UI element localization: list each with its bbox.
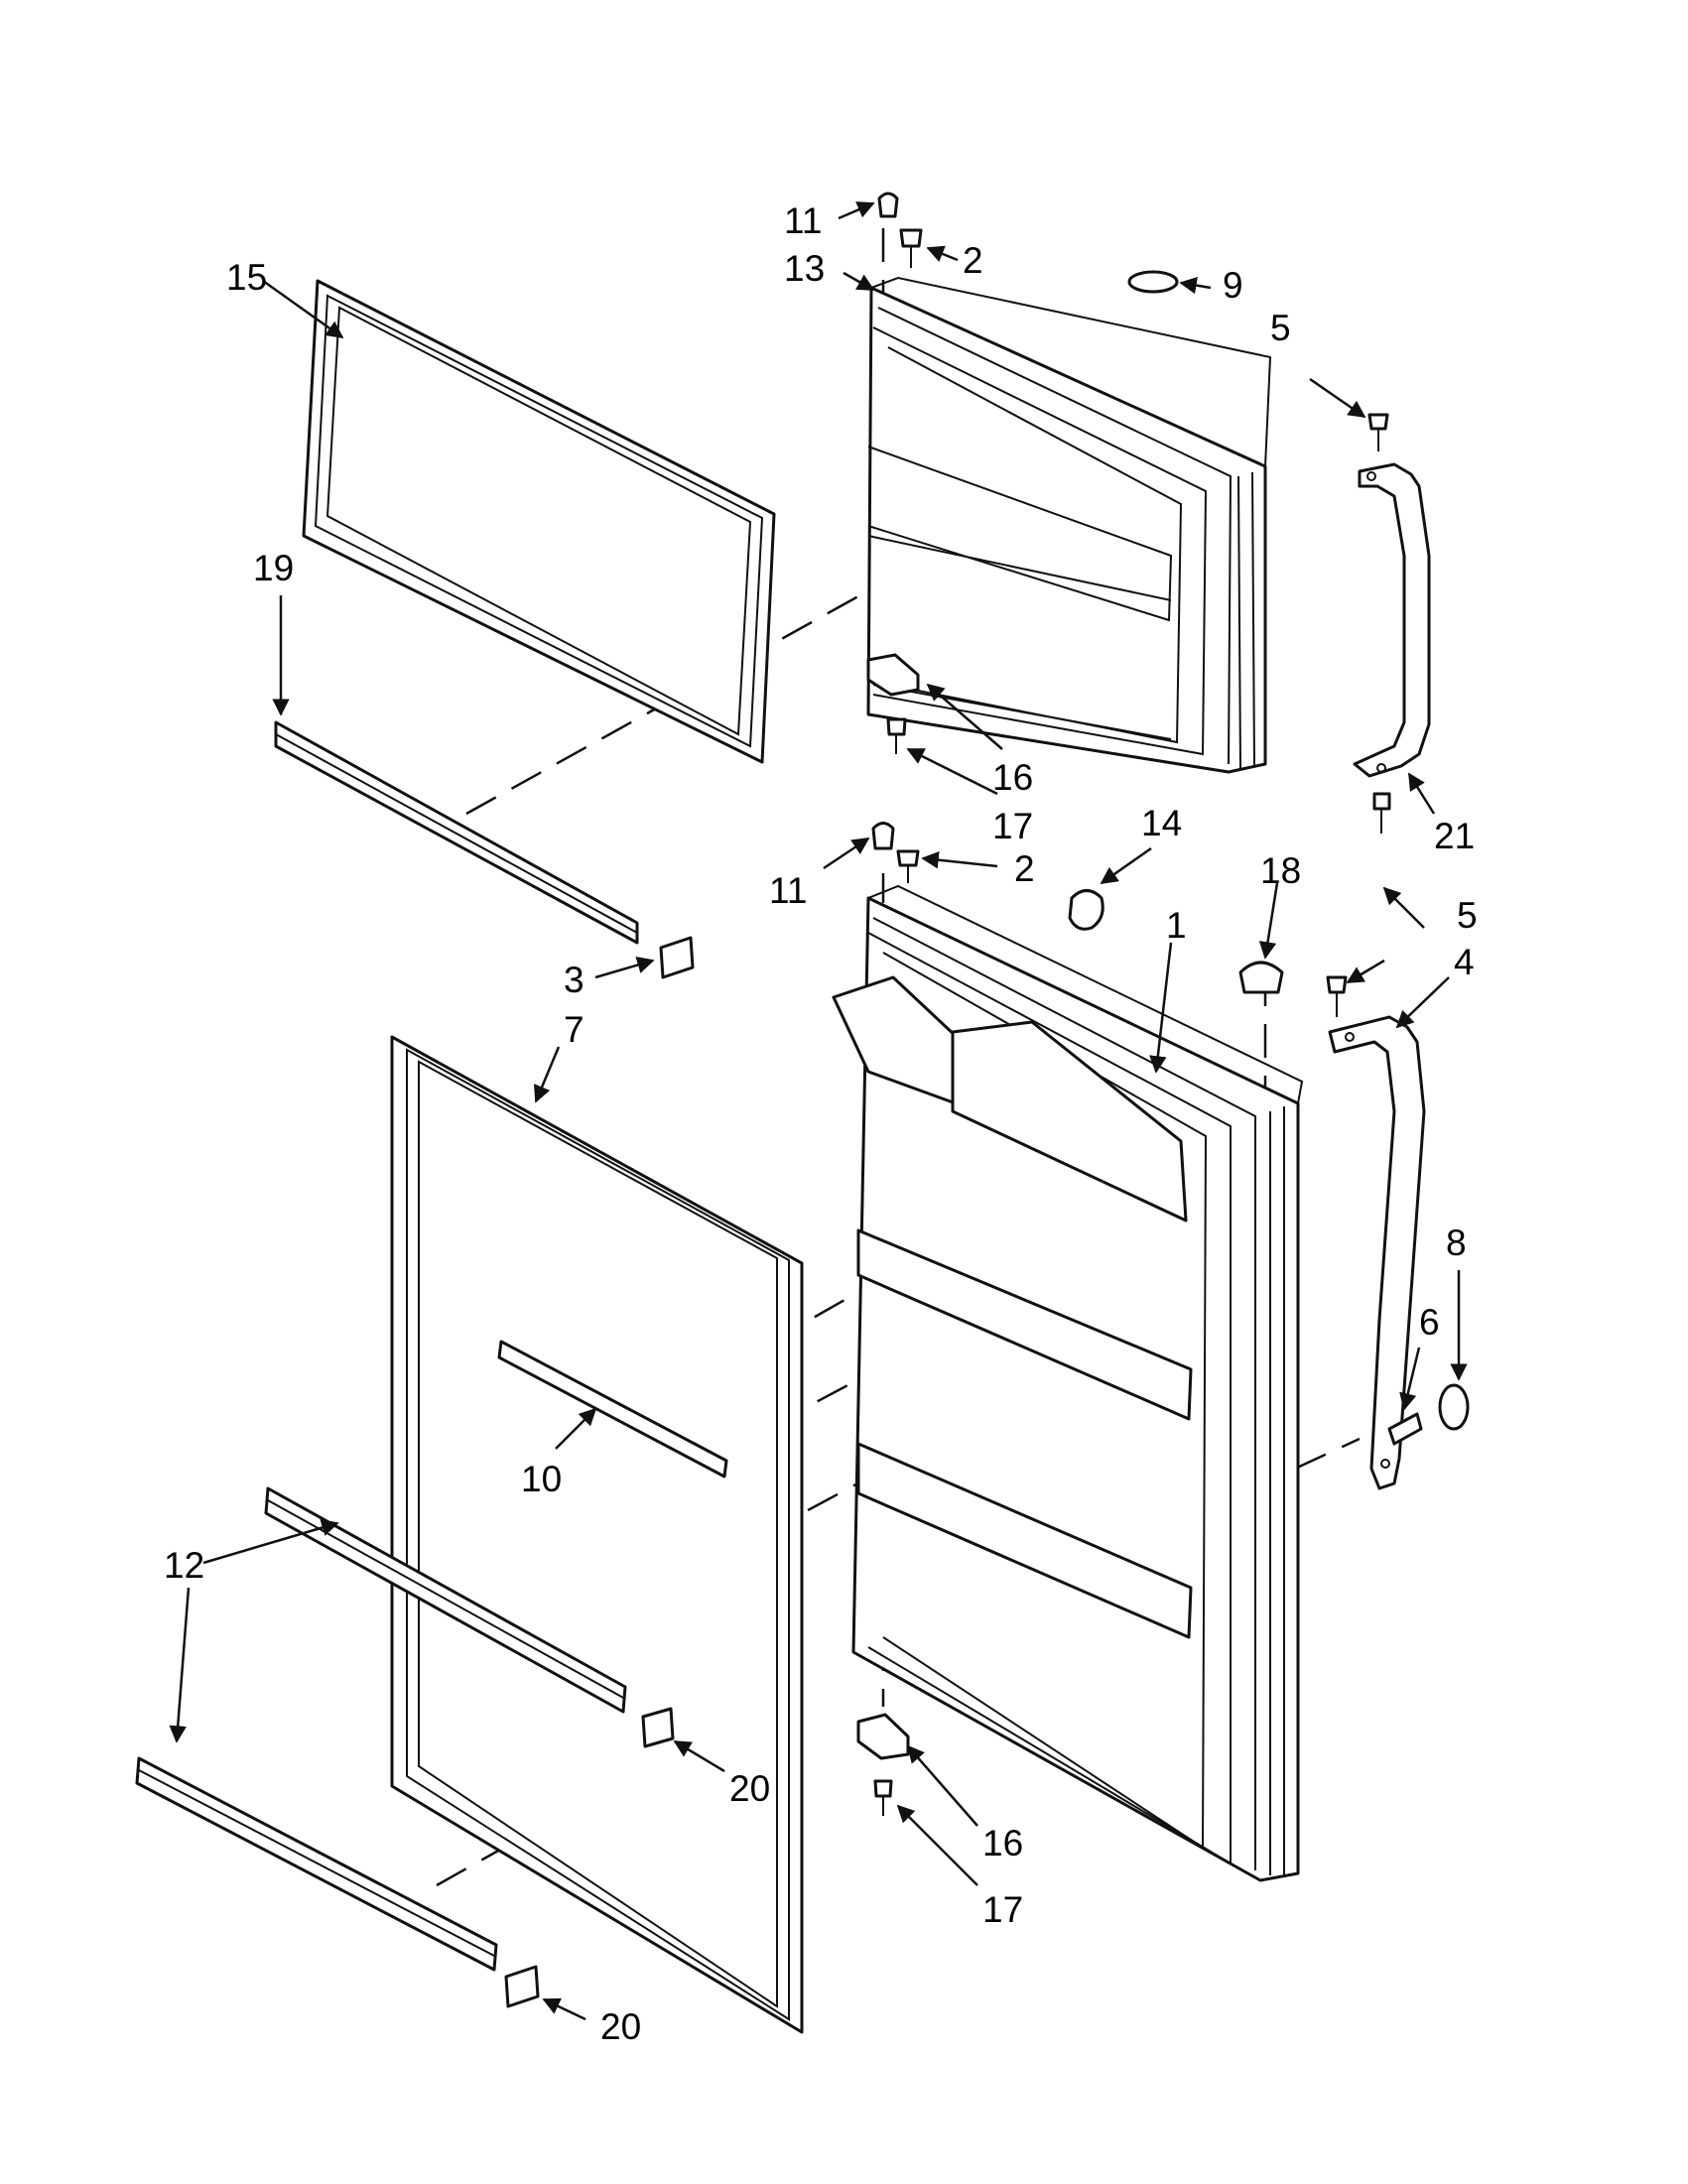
callout-13: 13 <box>784 248 825 289</box>
gasket-retainer-bar <box>497 1340 728 1478</box>
freezer-shelf-retainer-bar <box>274 720 639 945</box>
fresh-food-door <box>832 884 1304 1882</box>
plug-lower <box>871 822 895 850</box>
callout-2-upper: 2 <box>963 240 983 281</box>
callout-11-upper: 11 <box>784 200 822 241</box>
end-cap <box>659 936 695 979</box>
callout-12: 12 <box>164 1545 204 1586</box>
hardware-parts <box>856 192 1470 1816</box>
end-caps <box>504 1707 675 2008</box>
callout-10: 10 <box>521 1459 562 1499</box>
callout-labels: 11 2 13 9 15 5 19 16 17 21 14 11 2 18 5 … <box>164 200 1478 2047</box>
callout-16-lower: 16 <box>982 1823 1023 1863</box>
hinge-screw-lower <box>873 1779 893 1798</box>
callout-11-lower: 11 <box>769 870 807 911</box>
callout-7: 7 <box>564 1009 584 1050</box>
callout-20-lower: 20 <box>600 2006 641 2047</box>
callout-5-lower: 5 <box>1457 895 1478 936</box>
callout-20-upper: 20 <box>729 1768 770 1809</box>
hinge-upper <box>866 653 920 697</box>
freezer-door <box>866 276 1272 774</box>
callout-14: 14 <box>1141 803 1182 843</box>
callout-21: 21 <box>1434 816 1475 856</box>
callout-19: 19 <box>253 548 294 588</box>
plug-upper <box>877 192 899 218</box>
handle-screw-lower <box>1326 975 1348 994</box>
callout-4: 4 <box>1454 942 1475 982</box>
handle-screw-mid <box>1372 792 1391 811</box>
handle-screw-upper <box>1367 413 1389 431</box>
hinge-lower <box>856 1713 910 1760</box>
door-spring <box>1068 889 1104 931</box>
callout-5-upper: 5 <box>1270 308 1291 348</box>
fresh-food-door-gasket <box>390 1035 804 2034</box>
callout-15: 15 <box>226 257 267 298</box>
callout-17-upper: 17 <box>992 806 1033 846</box>
door-shelf-retainer-bars <box>135 1486 627 1972</box>
screw-6 <box>1387 1412 1423 1446</box>
gasket-ring <box>1127 270 1179 294</box>
hinge-screw-upper <box>886 717 907 736</box>
callout-16-upper: 16 <box>992 757 1033 798</box>
fresh-food-door-handle <box>1328 1015 1426 1490</box>
button-8 <box>1438 1383 1470 1431</box>
callout-8: 8 <box>1446 1222 1467 1263</box>
hinge-cap <box>1238 961 1284 994</box>
callout-18: 18 <box>1260 850 1301 891</box>
callout-9: 9 <box>1223 265 1243 306</box>
callout-3: 3 <box>564 960 584 1000</box>
screw-lower <box>896 849 920 867</box>
callout-2-lower: 2 <box>1014 848 1035 889</box>
freezer-door-gasket <box>302 279 776 764</box>
callout-1: 1 <box>1166 905 1187 946</box>
screw-upper <box>899 228 923 248</box>
callout-17-lower: 17 <box>982 1889 1023 1930</box>
freezer-door-handle <box>1353 462 1431 778</box>
leader-lines <box>169 201 1468 2021</box>
callout-6: 6 <box>1419 1302 1440 1343</box>
